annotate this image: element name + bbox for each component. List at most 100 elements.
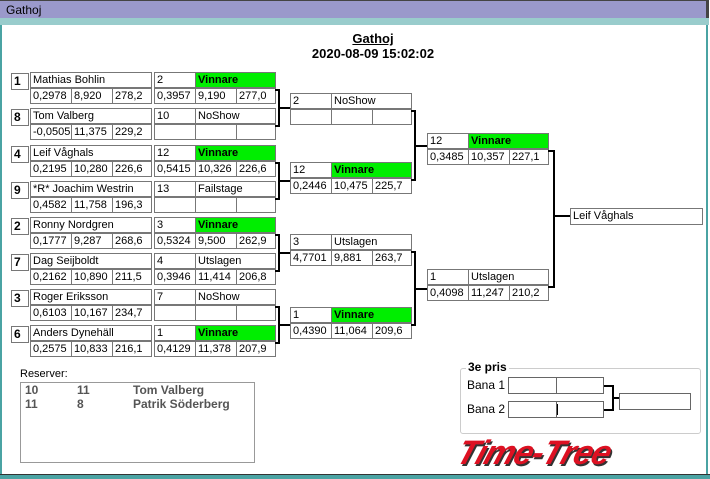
reaction-time: 0,2162 bbox=[30, 269, 72, 285]
elapsed-time: 10,326 bbox=[195, 161, 237, 177]
title-bar[interactable]: Gathoj bbox=[0, 0, 709, 18]
connector bbox=[275, 234, 280, 236]
reserve-row[interactable]: 11 8 Patrik Söderberg bbox=[25, 398, 250, 411]
entrant-name: Dag Seijboldt bbox=[30, 253, 152, 269]
lane1-field-b[interactable] bbox=[556, 377, 604, 394]
lane2-field-a[interactable] bbox=[508, 401, 557, 418]
lane-number: 3 bbox=[290, 234, 332, 250]
speed: 226,6 bbox=[112, 161, 152, 177]
third-prize-group bbox=[460, 368, 701, 434]
lane2-field-b[interactable] bbox=[556, 401, 604, 418]
lane-number: 7 bbox=[154, 289, 196, 305]
speed bbox=[236, 197, 276, 213]
speed: 268,6 bbox=[112, 233, 152, 249]
entrant-name: *R* Joachim Westrin bbox=[30, 181, 152, 197]
entrant-name: Anders Dynehäll bbox=[30, 325, 152, 341]
reaction-time: 0,4390 bbox=[290, 323, 332, 339]
speed: 262,9 bbox=[236, 233, 276, 249]
result-status: Utslagen bbox=[331, 234, 412, 250]
speed bbox=[372, 109, 412, 125]
entrant-name: Mathias Bohlin bbox=[30, 72, 152, 88]
seed-number: 2 bbox=[11, 218, 29, 235]
page-title: Gathoj bbox=[352, 31, 394, 46]
reserve-name: Tom Valberg bbox=[133, 383, 205, 397]
seed-number: 3 bbox=[11, 290, 29, 307]
connector bbox=[275, 306, 280, 308]
frame-left bbox=[0, 25, 2, 475]
result-status: Vinnare bbox=[331, 307, 412, 323]
speed: 209,6 bbox=[372, 323, 412, 339]
connector bbox=[278, 306, 280, 344]
third-prize-winner-field[interactable] bbox=[619, 393, 691, 410]
reserves-label: Reserver: bbox=[20, 368, 68, 380]
reaction-time: 0,3946 bbox=[154, 269, 196, 285]
entrant-name: Ronny Nordgren bbox=[30, 217, 152, 233]
connector bbox=[411, 110, 416, 112]
connector bbox=[414, 110, 416, 181]
connector bbox=[411, 179, 416, 181]
reaction-time: 0,2575 bbox=[30, 341, 72, 357]
reaction-time: 0,3957 bbox=[154, 88, 196, 104]
elapsed-time: 11,414 bbox=[195, 269, 237, 285]
speed: 226,6 bbox=[236, 161, 276, 177]
connector bbox=[548, 286, 554, 288]
result-status: Vinnare bbox=[331, 162, 412, 178]
time-tree-logo: Time-Tree bbox=[451, 434, 617, 472]
reserve-row[interactable]: 10 11 Tom Valberg bbox=[25, 384, 250, 397]
entrant-name: Roger Eriksson bbox=[30, 289, 152, 305]
result-status: Vinnare bbox=[195, 325, 276, 341]
speed: 210,2 bbox=[509, 285, 549, 301]
connector bbox=[275, 162, 280, 164]
lane-number: 13 bbox=[154, 181, 196, 197]
elapsed-time: 8,920 bbox=[71, 88, 113, 104]
connector bbox=[414, 251, 416, 326]
reaction-time: 0,4129 bbox=[154, 341, 196, 357]
reserve-lane: 11 bbox=[25, 397, 38, 411]
connector bbox=[278, 234, 280, 272]
third-prize-label: 3e pris bbox=[466, 360, 509, 374]
speed bbox=[236, 305, 276, 321]
connector bbox=[411, 324, 416, 326]
connector bbox=[280, 324, 290, 326]
reserves-list[interactable]: 10 11 Tom Valberg 11 8 Patrik Söderberg bbox=[20, 382, 255, 463]
elapsed-time: 11,247 bbox=[468, 285, 510, 301]
speed: 229,2 bbox=[112, 124, 152, 140]
lane-number: 2 bbox=[154, 72, 196, 88]
connector bbox=[280, 252, 290, 254]
connector bbox=[280, 180, 290, 182]
reaction-time: 0,3485 bbox=[427, 149, 469, 165]
connector bbox=[548, 150, 554, 152]
connector bbox=[278, 89, 280, 127]
frame-right bbox=[706, 25, 708, 475]
speed: 225,7 bbox=[372, 178, 412, 194]
lane2-label: Bana 2 bbox=[467, 402, 506, 416]
lane1-field-a[interactable] bbox=[508, 377, 557, 394]
reaction-time bbox=[154, 305, 196, 321]
lane-number: 2 bbox=[290, 93, 332, 109]
connector bbox=[275, 89, 280, 91]
speed bbox=[236, 124, 276, 140]
elapsed-time: 11,758 bbox=[71, 197, 113, 213]
